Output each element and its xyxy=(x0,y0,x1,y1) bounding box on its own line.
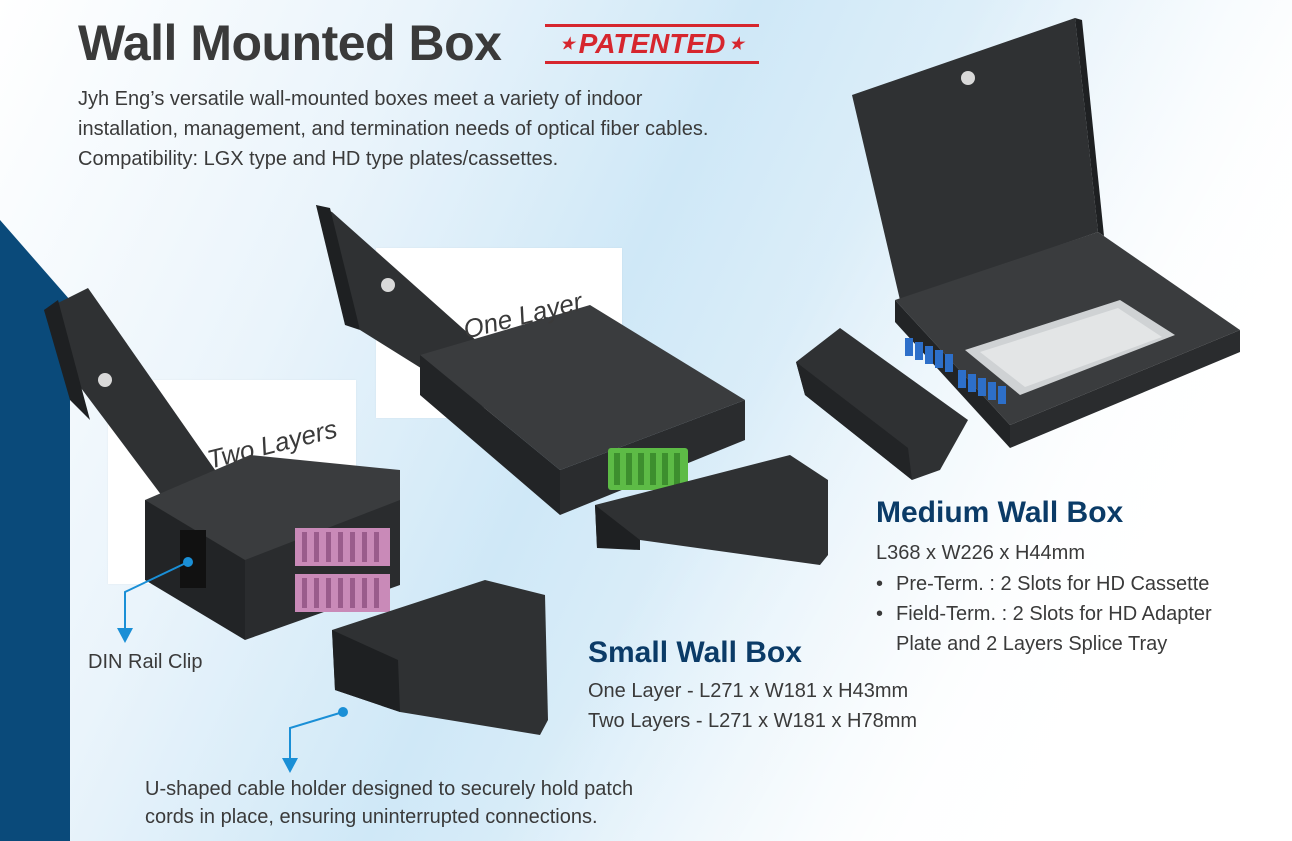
list-item: • Field-Term. : 2 Slots for HD Adapter xyxy=(874,599,1284,629)
list-item: Plate and 2 Layers Splice Tray xyxy=(874,629,1284,659)
intro-line: installation, management, and terminatio… xyxy=(78,118,709,140)
medium-box-heading: Medium Wall Box xyxy=(876,496,1124,529)
page-title: Wall Mounted Box xyxy=(78,15,502,71)
list-item: • Pre-Term. : 2 Slots for HD Cassette xyxy=(874,569,1284,599)
star-icon: ★ xyxy=(729,36,744,53)
feature-text: Plate and 2 Layers Splice Tray xyxy=(896,633,1168,655)
small-box-one-layer: One Layer - L271 x W181 x H43mm xyxy=(588,680,909,702)
small-box-two-layers: Two Layers - L271 x W181 x H78mm xyxy=(588,710,918,732)
star-icon: ★ xyxy=(560,36,575,53)
arrow-down-icon xyxy=(117,628,133,643)
medium-box-features: • Pre-Term. : 2 Slots for HD Cassette • Fi… xyxy=(874,569,1284,659)
intro-paragraph: Jyh Eng’s versatile wall-mounted boxes m… xyxy=(78,84,838,174)
medium-box-dimensions: L368 x W226 x H44mm xyxy=(876,542,1085,564)
cable-holder-callout-line xyxy=(289,711,344,760)
feature-text: Field-Term. : 2 Slots for HD Adapter xyxy=(896,603,1212,625)
callout-line: cords in place, ensuring uninterrupted c… xyxy=(145,806,598,828)
callout-dot xyxy=(338,707,348,717)
din-rail-callout-line xyxy=(124,561,189,630)
callout-line: U-shaped cable holder designed to secure… xyxy=(145,778,634,800)
bullet-icon: • xyxy=(876,603,884,625)
callout-dot xyxy=(183,557,193,567)
feature-text: Pre-Term. : 2 Slots for HD Cassette xyxy=(896,573,1210,595)
intro-line: Jyh Eng’s versatile wall-mounted boxes m… xyxy=(78,88,643,110)
din-rail-clip-label: DIN Rail Clip xyxy=(88,651,203,673)
patented-badge: ★ PATENTED ★ xyxy=(545,24,759,64)
cable-holder-description: U-shaped cable holder designed to secure… xyxy=(145,775,765,831)
patented-label: PATENTED xyxy=(578,28,726,59)
arrow-down-icon xyxy=(282,758,298,773)
one-layer-box-image xyxy=(316,205,828,565)
intro-line: Compatibility: LGX type and HD type plat… xyxy=(78,148,559,170)
bullet-icon: • xyxy=(876,573,884,595)
medium-wall-box-image xyxy=(796,18,1240,480)
small-box-heading: Small Wall Box xyxy=(588,636,802,669)
two-layers-box-image xyxy=(44,288,548,735)
